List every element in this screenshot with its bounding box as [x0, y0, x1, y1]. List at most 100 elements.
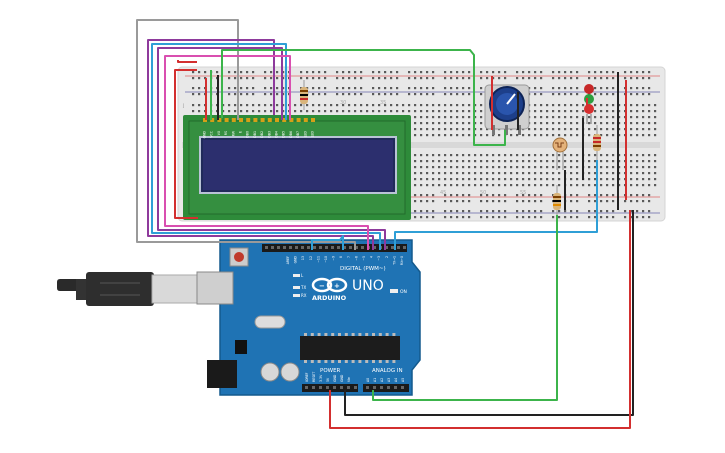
column-number: 45: [440, 190, 446, 196]
power-pin-label: 3.3V: [319, 374, 323, 382]
lcd-pin: [311, 118, 315, 122]
row-letter: j: [182, 103, 184, 109]
digital-pin-label: 13: [301, 256, 305, 260]
digital-pin-label: TX→1: [392, 256, 396, 266]
lcd-pin: [231, 118, 236, 122]
lcd-pin: [210, 118, 215, 122]
analog-pin-label: A2: [380, 378, 384, 382]
analog-pin-label: A1: [373, 378, 377, 382]
lcd-pin: [267, 118, 272, 122]
lcd-pin-label: RS: [224, 131, 228, 135]
lcd-pin-label: DB2: [260, 131, 264, 138]
wire-pink: [164, 55, 369, 250]
digital-pin-label: 12: [309, 256, 313, 260]
power-pin-label: Vin: [347, 377, 351, 382]
lcd-pin-label: DB6: [289, 131, 293, 138]
wires: [136, 19, 634, 429]
lcd-pin-label: V0: [217, 131, 221, 135]
rx-led-label: RX: [301, 293, 307, 298]
digital-pin-label: RX←0: [400, 256, 404, 265]
column-number: 55: [520, 190, 526, 196]
resistor-ldr: [553, 185, 561, 215]
photoresistor: [552, 137, 568, 170]
power-label: POWER: [320, 368, 341, 374]
wire-red-rail: [174, 69, 198, 219]
lcd-pin-label: DB1: [253, 131, 257, 138]
resistor-lcd: [300, 80, 308, 110]
lcd-pin: [239, 118, 243, 122]
lcd-pin: [289, 118, 294, 122]
on-led-label: ON: [400, 289, 407, 295]
digital-pin-label: GND: [294, 255, 298, 263]
led-red: [584, 84, 594, 94]
traffic-leds: [584, 84, 594, 124]
digital-pin-label: ~10: [324, 256, 328, 263]
lcd-pin-label: DB7: [296, 131, 300, 138]
digital-pin-label: 7: [347, 256, 351, 258]
power-pin-label: GND: [340, 374, 344, 382]
wire-green-pot: [221, 49, 506, 146]
lcd-pin-label: DB4: [275, 131, 279, 138]
digital-pin-label: 4: [370, 256, 374, 258]
wire-red-5v: [329, 210, 631, 429]
chip-legs: [304, 333, 396, 363]
lcd-pin: [224, 118, 229, 122]
lcd-pin-label: DB3: [267, 131, 271, 138]
lcd-pin-label: LED: [303, 130, 307, 137]
lcd-pin-label: VCC: [210, 130, 214, 137]
digital-pin-label: ~5: [362, 256, 366, 261]
lcd-pin-label: DB0: [246, 131, 250, 138]
lcd-pin-label: RW: [231, 130, 235, 136]
digital-pin-label: ~9: [332, 256, 336, 261]
usb-cable: [57, 272, 198, 306]
wire-purple-1: [147, 39, 374, 250]
resistor-led: [593, 125, 601, 160]
analog-label: ANALOG IN: [372, 368, 403, 374]
lcd-pin-label: DB5: [282, 131, 286, 138]
svg-text:−: −: [319, 282, 325, 290]
model-label: UNO: [352, 278, 384, 294]
power-pin-label: IOREF: [305, 372, 309, 382]
wire-gray: [136, 19, 356, 250]
power-pin-label: 5V: [326, 377, 330, 382]
analog-pin-label: A5: [401, 378, 405, 382]
lcd-pin: [303, 118, 308, 122]
digital-label: DIGITAL (PWM~): [340, 266, 386, 272]
lcd-pin: [217, 118, 222, 122]
arduino-uno: − + ARDUINO UNO DIGITAL (PWM~) POWER ANA…: [57, 239, 421, 396]
lcd-pin: [296, 118, 301, 122]
digital-pin-label: ~11: [316, 256, 320, 263]
header-holes: [265, 246, 406, 389]
analog-pin-label: A3: [387, 378, 391, 382]
arduino-wordmark: ARDUINO: [312, 294, 347, 302]
power-pin-label: GND: [333, 374, 337, 382]
analog-pin-label: A4: [394, 378, 398, 382]
lcd-pin: [275, 118, 279, 122]
column-number: 35: [380, 100, 386, 106]
l-led-label: L: [301, 273, 304, 278]
arduino-logo: − +: [311, 277, 348, 293]
wire-blue-2: [394, 160, 598, 250]
lcd-pin: [253, 118, 258, 122]
wire-purple-2: [157, 47, 386, 250]
digital-pin-label: AREF: [286, 256, 290, 264]
lcd-pin: [282, 118, 287, 122]
digital-pin-label: 2: [385, 256, 389, 258]
wire-red-rail-2: [177, 60, 197, 63]
digital-pin-label: ~6: [354, 256, 358, 261]
lcd-pin-label: E: [239, 131, 243, 133]
column-number: 50: [480, 190, 486, 196]
digital-pin-label: 8: [339, 256, 343, 258]
lcd-pin-label: LED: [311, 130, 315, 137]
wire-blue-3: [311, 235, 344, 250]
wire-black-gnd: [344, 210, 634, 416]
column-number: 30: [340, 100, 346, 106]
digital-pin-label: ~3: [377, 256, 381, 261]
lcd-pin: [246, 118, 251, 122]
